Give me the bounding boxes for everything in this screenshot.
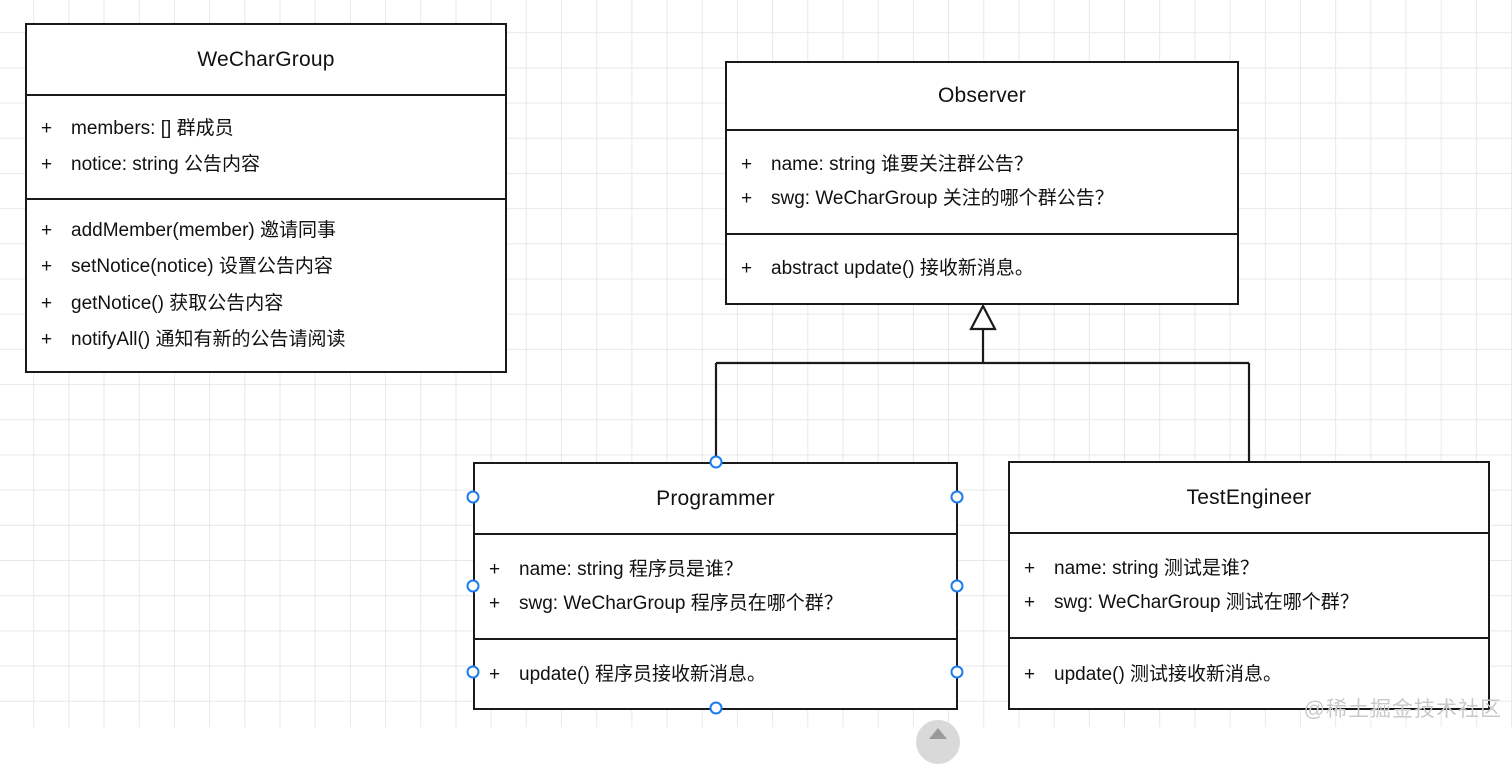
operation-text: addMember(member) 邀请同事 [71,220,336,242]
class-header-observer: Observer [727,63,1237,131]
attribute-row: + members: [] 群成员 [41,111,505,147]
visibility-marker: + [741,188,753,209]
visibility-marker: + [741,258,753,280]
resize-handle-top[interactable] [709,455,723,469]
attribute-text: name: string 程序员是谁？ [519,558,743,580]
visibility-marker: + [41,256,53,278]
resize-handle-right-lower[interactable] [950,665,964,679]
attribute-text: swg: WeCharGroup 测试在哪个群？ [1054,591,1359,613]
class-header-programmer: Programmer [475,464,956,535]
operation-text: setNotice(notice) 设置公告内容 [71,256,333,278]
resize-handle-left-upper[interactable] [466,490,480,504]
attribute-row: + name: string 测试是谁？ [1024,552,1488,586]
visibility-marker: + [41,292,53,314]
visibility-marker: + [489,664,501,686]
class-header-wechargroup: WeCharGroup [27,25,505,96]
attribute-text: name: string 测试是谁？ [1054,557,1259,579]
attribute-text: swg: WeCharGroup 程序员在哪个群？ [519,592,843,614]
attribute-row: + notice: string 公告内容 [41,147,505,183]
class-box-programmer[interactable]: Programmer + name: string 程序员是谁？ + swg: … [473,462,958,710]
operation-text: update() 程序员接收新消息。 [519,664,767,686]
operation-row: + notifyAll() 通知有新的公告请阅读 [41,322,505,358]
class-operations-testengineer: + update() 测试接收新消息。 [1010,639,1488,710]
class-name-programmer: Programmer [656,486,775,510]
visibility-marker: + [1024,557,1036,579]
class-name-wechargroup: WeCharGroup [197,47,335,71]
operation-text: update() 测试接收新消息。 [1054,663,1283,685]
visibility-marker: + [41,154,53,175]
operation-row: + update() 程序员接收新消息。 [489,658,956,692]
class-attributes-observer: + name: string 谁要关注群公告？ + swg: WeCharGro… [727,131,1237,235]
operation-text: abstract update() 接收新消息。 [771,258,1034,280]
operation-row: + setNotice(notice) 设置公告内容 [41,249,505,285]
visibility-marker: + [1024,591,1036,613]
visibility-marker: + [41,328,53,350]
visibility-marker: + [41,220,53,242]
class-box-observer[interactable]: Observer + name: string 谁要关注群公告？ + swg: … [725,61,1239,305]
class-name-testengineer: TestEngineer [1186,485,1312,509]
resize-handle-right-upper[interactable] [950,490,964,504]
operation-text: notifyAll() 通知有新的公告请阅读 [71,328,346,350]
resize-handle-right-middle[interactable] [950,579,964,593]
watermark-text: @稀土掘金技术社区 [1303,698,1502,721]
visibility-marker: + [741,154,753,176]
operation-row: + getNotice() 获取公告内容 [41,286,505,322]
class-attributes-programmer: + name: string 程序员是谁？ + swg: WeCharGroup… [475,535,956,640]
operation-row: + abstract update() 接收新消息。 [741,252,1237,286]
operation-text: getNotice() 获取公告内容 [71,292,284,314]
operation-row: + update() 测试接收新消息。 [1024,658,1488,692]
operation-row: + addMember(member) 邀请同事 [41,213,505,249]
resize-handle-left-lower[interactable] [466,665,480,679]
class-header-testengineer: TestEngineer [1010,463,1488,534]
attribute-text: members: [] 群成员 [71,117,234,139]
visibility-marker: + [1024,663,1036,685]
inheritance-arrowhead-icon [969,303,997,331]
class-box-testengineer[interactable]: TestEngineer + name: string 测试是谁？ + swg:… [1008,461,1490,710]
class-operations-wechargroup: + addMember(member) 邀请同事 + setNotice(not… [27,200,505,371]
class-box-wechargroup[interactable]: WeCharGroup + members: [] 群成员 + notice: … [25,23,507,373]
visibility-marker: + [489,592,501,614]
attribute-row: + swg: WeCharGroup 测试在哪个群？ [1024,586,1488,620]
class-operations-programmer: + update() 程序员接收新消息。 [475,640,956,710]
visibility-marker: + [489,558,501,580]
attribute-row: + swg: WeCharGroup 程序员在哪个群？ [489,587,956,621]
attribute-text: swg: WeCharGroup 关注的哪个群公告？ [771,188,1114,209]
class-attributes-wechargroup: + members: [] 群成员 + notice: string 公告内容 [27,96,505,200]
attribute-text: name: string 谁要关注群公告？ [771,154,1033,176]
attribute-row: + name: string 程序员是谁？ [489,553,956,587]
attribute-row: + swg: WeCharGroup 关注的哪个群公告？ [741,182,1237,216]
resize-handle-bottom[interactable] [709,701,723,715]
arrow-up-icon [929,728,947,739]
class-operations-observer: + abstract update() 接收新消息。 [727,235,1237,303]
class-name-observer: Observer [938,84,1026,107]
attribute-row: + name: string 谁要关注群公告？ [741,148,1237,182]
class-attributes-testengineer: + name: string 测试是谁？ + swg: WeCharGroup … [1010,534,1488,639]
attribute-text: notice: string 公告内容 [71,154,260,175]
resize-handle-left-middle[interactable] [466,579,480,593]
visibility-marker: + [41,117,53,139]
